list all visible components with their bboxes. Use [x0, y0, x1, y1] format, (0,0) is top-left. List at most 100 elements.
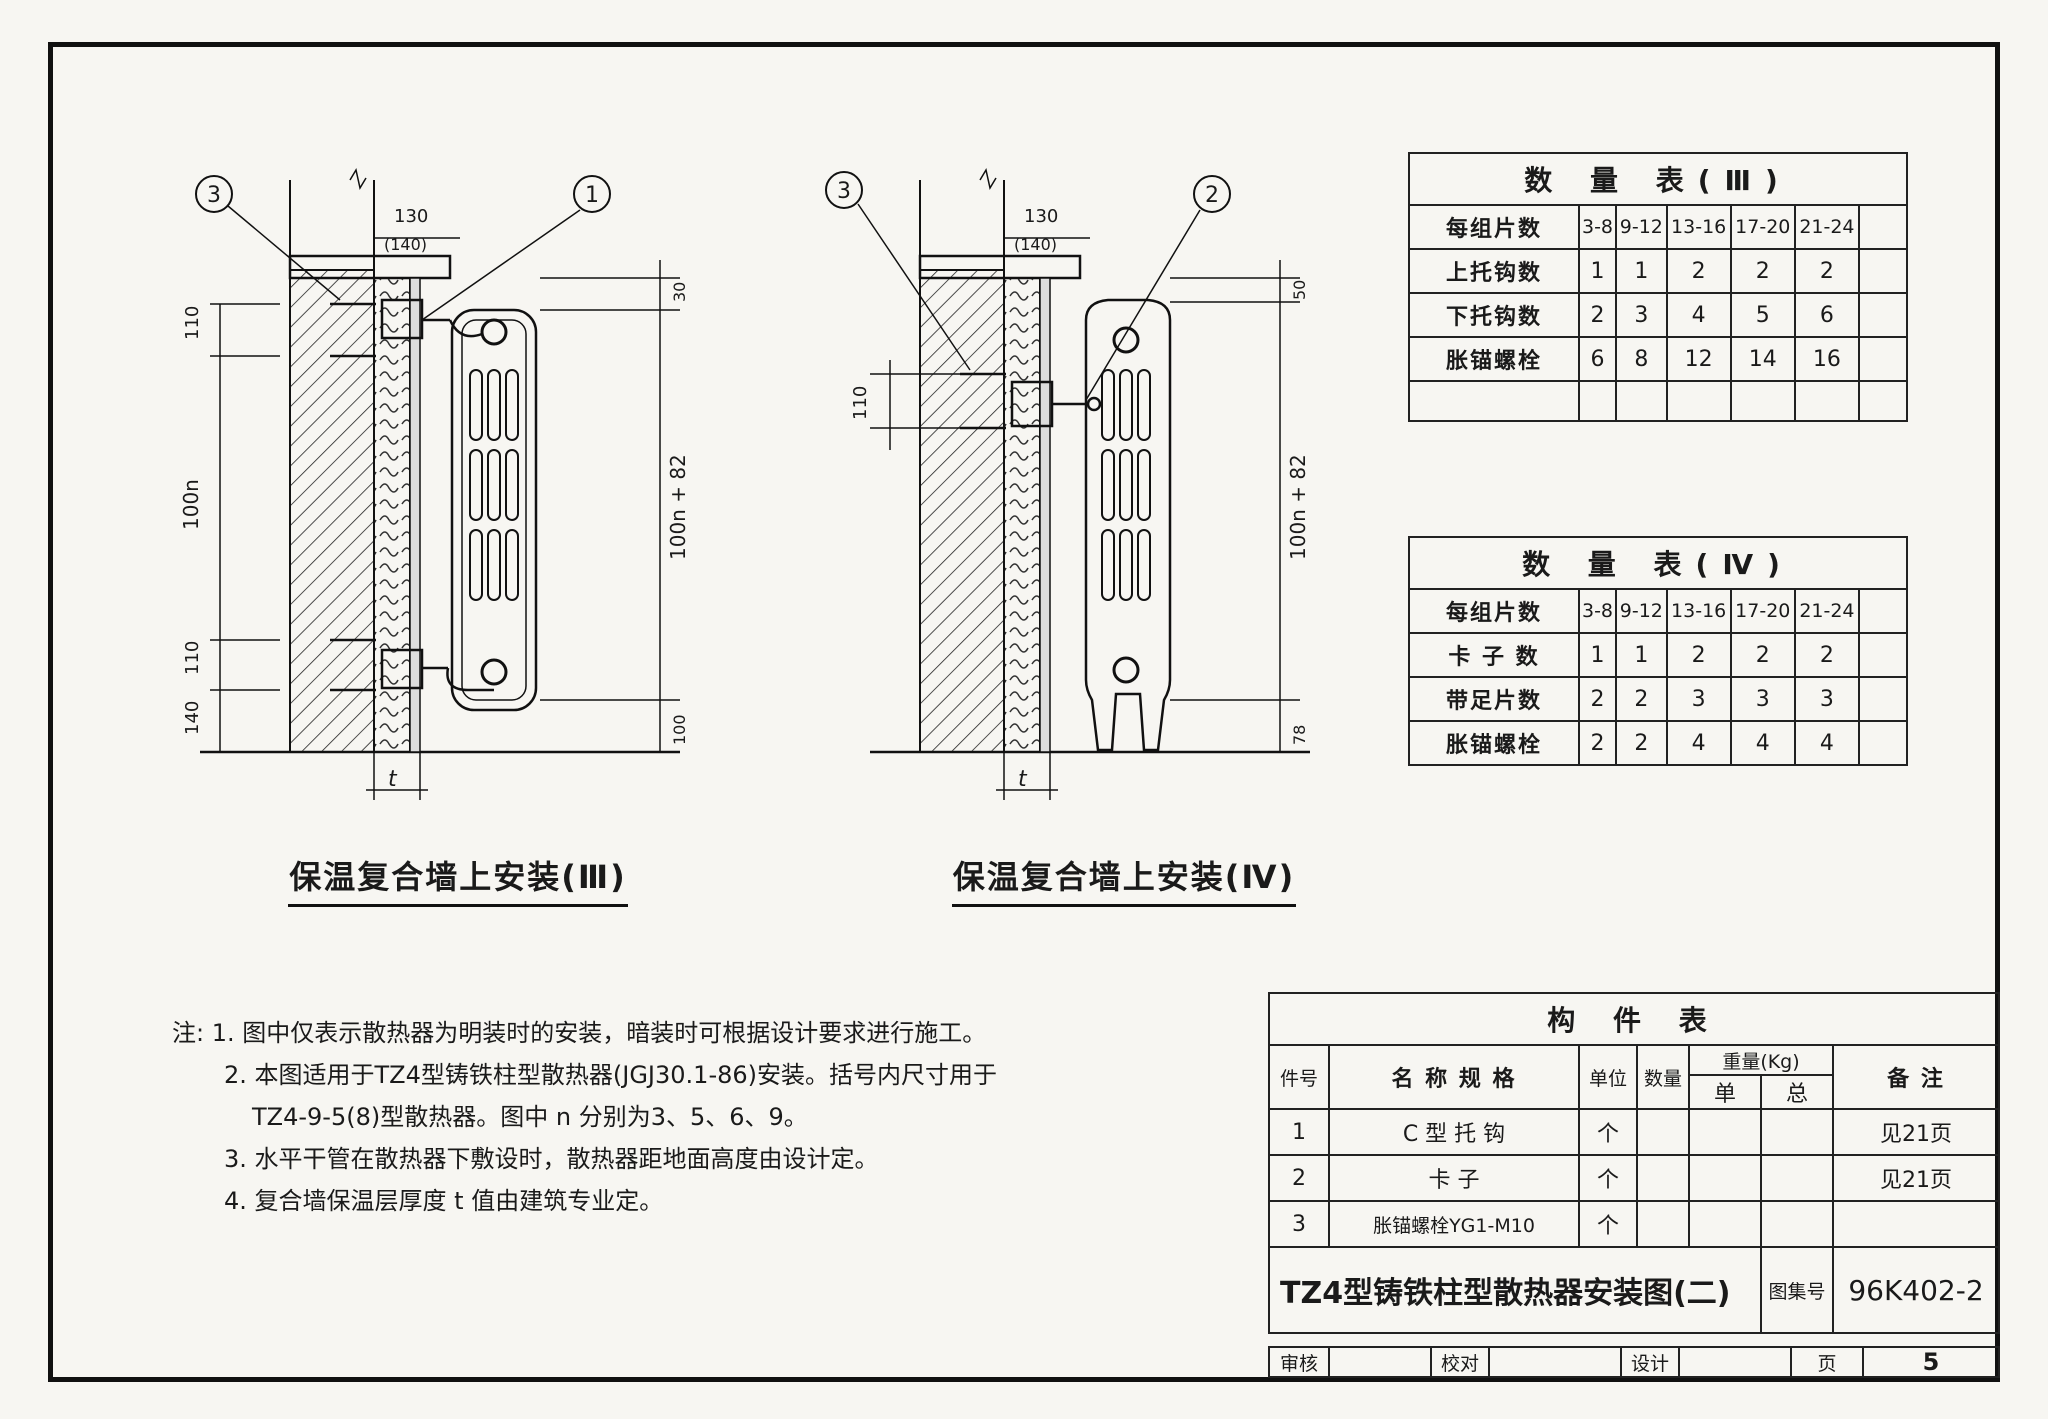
dim-130-right: 130 — [1024, 206, 1058, 227]
parts-row-w-total — [1760, 1200, 1834, 1248]
parts-row-w-total — [1760, 1154, 1834, 1202]
figure-right-drawing: 110 50 100n + 82 78 130 (140) t 3 2 — [825, 168, 1310, 800]
table3-cell — [1858, 292, 1908, 338]
dim-140: 140 — [182, 701, 203, 735]
parts-row-name: 胀锚螺栓YG1-M10 — [1328, 1200, 1580, 1248]
table4-cell: 1 — [1615, 632, 1668, 678]
table4-cell — [1858, 632, 1908, 678]
note-1: 注: 1. 图中仅表示散热器为明装时的安装，暗装时可根据设计要求进行施工。 — [172, 1012, 1172, 1054]
page-label: 页 — [1790, 1346, 1864, 1378]
figure-left-drawing: 110 100n 110 140 30 100n + 82 100 130 (1… — [180, 168, 690, 800]
parts-col-name: 名 称 规 格 — [1328, 1044, 1580, 1110]
table4-cell: 4 — [1665, 720, 1732, 766]
table4-header: 9-12 — [1615, 588, 1668, 634]
table4-cell: 卡 子 数 — [1408, 632, 1580, 678]
parts-col-qty: 数量 — [1636, 1044, 1690, 1110]
table4-cell: 2 — [1577, 676, 1618, 722]
table4-cell: 胀锚螺栓 — [1408, 720, 1580, 766]
table3-cell — [1793, 380, 1861, 422]
review-signature — [1328, 1346, 1432, 1378]
review-label: 审核 — [1268, 1346, 1330, 1378]
table3-header — [1858, 204, 1908, 250]
table3-cell: 16 — [1793, 336, 1861, 382]
table4-cell: 带足片数 — [1408, 676, 1580, 722]
note-2-cont: TZ4-9-5(8)型散热器。图中 n 分别为3、5、6、9。 — [252, 1103, 808, 1131]
note-3: 3. 水平干管在散热器下敷设时，散热器距地面高度由设计定。 — [224, 1145, 879, 1173]
parts-row-qty — [1636, 1200, 1690, 1248]
drawing-frame — [48, 42, 2000, 1382]
parts-col-unit: 单位 — [1578, 1044, 1638, 1110]
table4-header: 3-8 — [1577, 588, 1618, 634]
parts-row-qty — [1636, 1154, 1690, 1202]
table3-cell: 14 — [1729, 336, 1796, 382]
table4-cell: 2 — [1615, 676, 1668, 722]
table3-cell: 2 — [1729, 248, 1796, 294]
parts-row-remark — [1832, 1200, 2000, 1248]
table3-header: 3-8 — [1577, 204, 1618, 250]
dim-130: 130 — [394, 206, 428, 227]
parts-row-unit: 个 — [1578, 1200, 1638, 1248]
dim-140-alt: (140) — [384, 235, 427, 254]
table3-cell — [1858, 336, 1908, 382]
table3-cell — [1729, 380, 1796, 422]
parts-col-weight: 重量(Kg) — [1688, 1044, 1834, 1076]
table4-title: 数 量 表(Ⅳ) — [1408, 536, 1908, 590]
dim-30: 30 — [670, 282, 689, 302]
table4-header: 21-24 — [1793, 588, 1861, 634]
table3-header: 13-16 — [1665, 204, 1732, 250]
table3-header: 9-12 — [1615, 204, 1668, 250]
parts-col-w-total: 总 — [1760, 1074, 1834, 1110]
table3-cell: 1 — [1577, 248, 1618, 294]
dim-t: t — [388, 767, 398, 792]
table3-header: 21-24 — [1793, 204, 1861, 250]
atlas-number: 96K402-2 — [1832, 1246, 2000, 1334]
quantity-table-4: 数 量 表(Ⅳ) 每组片数 3-8 9-12 13-16 17-20 21-24… — [1408, 536, 1908, 766]
parts-row-w-total — [1760, 1108, 1834, 1156]
table4-cell: 3 — [1729, 676, 1796, 722]
parts-row-name: 卡 子 — [1328, 1154, 1580, 1202]
table3-header: 17-20 — [1729, 204, 1796, 250]
parts-col-w-single: 单 — [1688, 1074, 1762, 1110]
parts-row-unit: 个 — [1578, 1108, 1638, 1156]
parts-row-no: 2 — [1268, 1154, 1330, 1202]
callout-2: 2 — [1205, 183, 1219, 208]
notes-prefix: 注: — [172, 1019, 205, 1047]
check-label: 校对 — [1430, 1346, 1490, 1378]
table4-cell: 2 — [1615, 720, 1668, 766]
table4-cell: 3 — [1665, 676, 1732, 722]
callout-1: 1 — [585, 183, 599, 208]
dim-100n82: 100n + 82 — [666, 454, 690, 560]
check-signature — [1488, 1346, 1622, 1378]
parts-row-remark: 见21页 — [1832, 1154, 2000, 1202]
table3-cell: 胀锚螺栓 — [1408, 336, 1580, 382]
parts-title: 构 件 表 — [1268, 992, 2000, 1046]
note-2: 2. 本图适用于TZ4型铸铁柱型散热器(JGJ30.1-86)安装。括号内尺寸用… — [224, 1061, 998, 1089]
note-text: 1. 图中仅表示散热器为明装时的安装，暗装时可根据设计要求进行施工。 — [211, 1019, 987, 1047]
parts-table: 构 件 表 件号 名 称 规 格 单位 数量 重量(Kg) 备 注 单 总 1 … — [1268, 992, 2000, 1334]
table3-cell: 下托钩数 — [1408, 292, 1580, 338]
parts-col-remark: 备 注 — [1832, 1044, 2000, 1110]
parts-row-remark: 见21页 — [1832, 1108, 2000, 1156]
table3-cell: 1 — [1615, 248, 1668, 294]
atlas-label: 图集号 — [1760, 1246, 1834, 1334]
design-label: 设计 — [1620, 1346, 1680, 1378]
signature-row: 审核 校对 设计 页 5 — [1268, 1346, 2000, 1378]
table4-header: 每组片数 — [1408, 588, 1580, 634]
parts-row-no: 3 — [1268, 1200, 1330, 1248]
table3-cell: 6 — [1577, 336, 1618, 382]
table3-title: 数 量 表(Ⅲ) — [1408, 152, 1908, 206]
dim-110b: 110 — [182, 641, 203, 675]
table4-cell — [1858, 676, 1908, 722]
table3-cell — [1665, 380, 1732, 422]
table4-header: 17-20 — [1729, 588, 1796, 634]
table3-cell — [1858, 248, 1908, 294]
table4-cell: 2 — [1577, 720, 1618, 766]
table3-cell: 8 — [1615, 336, 1668, 382]
table3-cell: 上托钩数 — [1408, 248, 1580, 294]
figure-right-title: 保温复合墙上安装(Ⅳ) — [952, 852, 1296, 907]
table4-cell: 2 — [1793, 632, 1861, 678]
table4-header: 13-16 — [1665, 588, 1732, 634]
parts-col-no: 件号 — [1268, 1044, 1330, 1110]
table3-cell: 6 — [1793, 292, 1861, 338]
figure-left-title: 保温复合墙上安装(Ⅲ) — [288, 852, 628, 907]
